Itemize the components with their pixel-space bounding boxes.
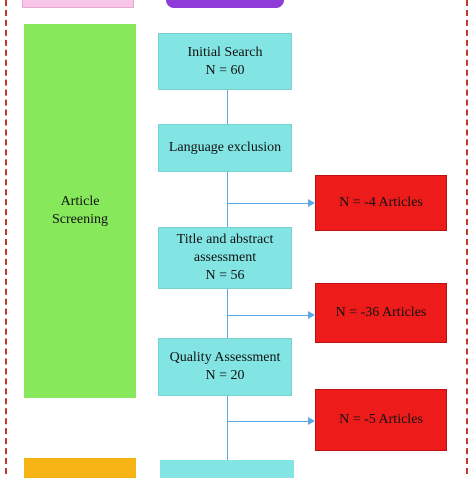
top-left-stub-box bbox=[22, 0, 134, 8]
exclusion-arrow-1-head bbox=[308, 199, 315, 207]
stage-label-line1: Article bbox=[60, 194, 100, 209]
article-screening-box: Article Screening bbox=[24, 24, 136, 398]
exclusion-count-quality: N = -5 Articles bbox=[339, 412, 423, 427]
bottom-left-stub-box bbox=[24, 458, 136, 478]
initial-search-count: N = 60 bbox=[205, 62, 245, 78]
exclusion-box-language: N = -4 Articles bbox=[315, 175, 447, 231]
exclusion-count-title-abstract: N = -36 Articles bbox=[335, 305, 427, 320]
exclusion-arrow-3-line bbox=[227, 421, 309, 422]
bottom-middle-stub-box bbox=[160, 460, 294, 478]
exclusion-arrow-1-line bbox=[227, 203, 309, 204]
quality-assessment-count: N = 20 bbox=[205, 368, 245, 383]
stage-label-line2: Screening bbox=[52, 212, 108, 227]
exclusion-arrow-3-head bbox=[308, 417, 315, 425]
title-abstract-line1: Title and abstract bbox=[176, 232, 274, 247]
exclusion-arrow-2-head bbox=[308, 311, 315, 319]
title-abstract-count: N = 56 bbox=[205, 268, 245, 283]
exclusion-box-quality: N = -5 Articles bbox=[315, 389, 447, 451]
quality-assessment-box: Quality Assessment N = 20 bbox=[158, 338, 292, 396]
right-dashed-border bbox=[466, 0, 468, 474]
language-exclusion-title: Language exclusion bbox=[168, 140, 282, 155]
quality-assessment-title: Quality Assessment bbox=[169, 350, 281, 365]
initial-search-title: Initial Search bbox=[187, 44, 263, 60]
title-abstract-line2: assessment bbox=[193, 250, 257, 265]
left-dashed-border bbox=[5, 0, 7, 474]
exclusion-arrow-2-line bbox=[227, 315, 309, 316]
top-middle-stub-box bbox=[166, 0, 284, 8]
language-exclusion-box: Language exclusion bbox=[158, 124, 292, 172]
initial-search-box: Initial Search N = 60 bbox=[158, 33, 292, 90]
title-abstract-assessment-box: Title and abstract assessment N = 56 bbox=[158, 227, 292, 289]
exclusion-count-language: N = -4 Articles bbox=[339, 195, 423, 210]
exclusion-box-title-abstract: N = -36 Articles bbox=[315, 283, 447, 343]
